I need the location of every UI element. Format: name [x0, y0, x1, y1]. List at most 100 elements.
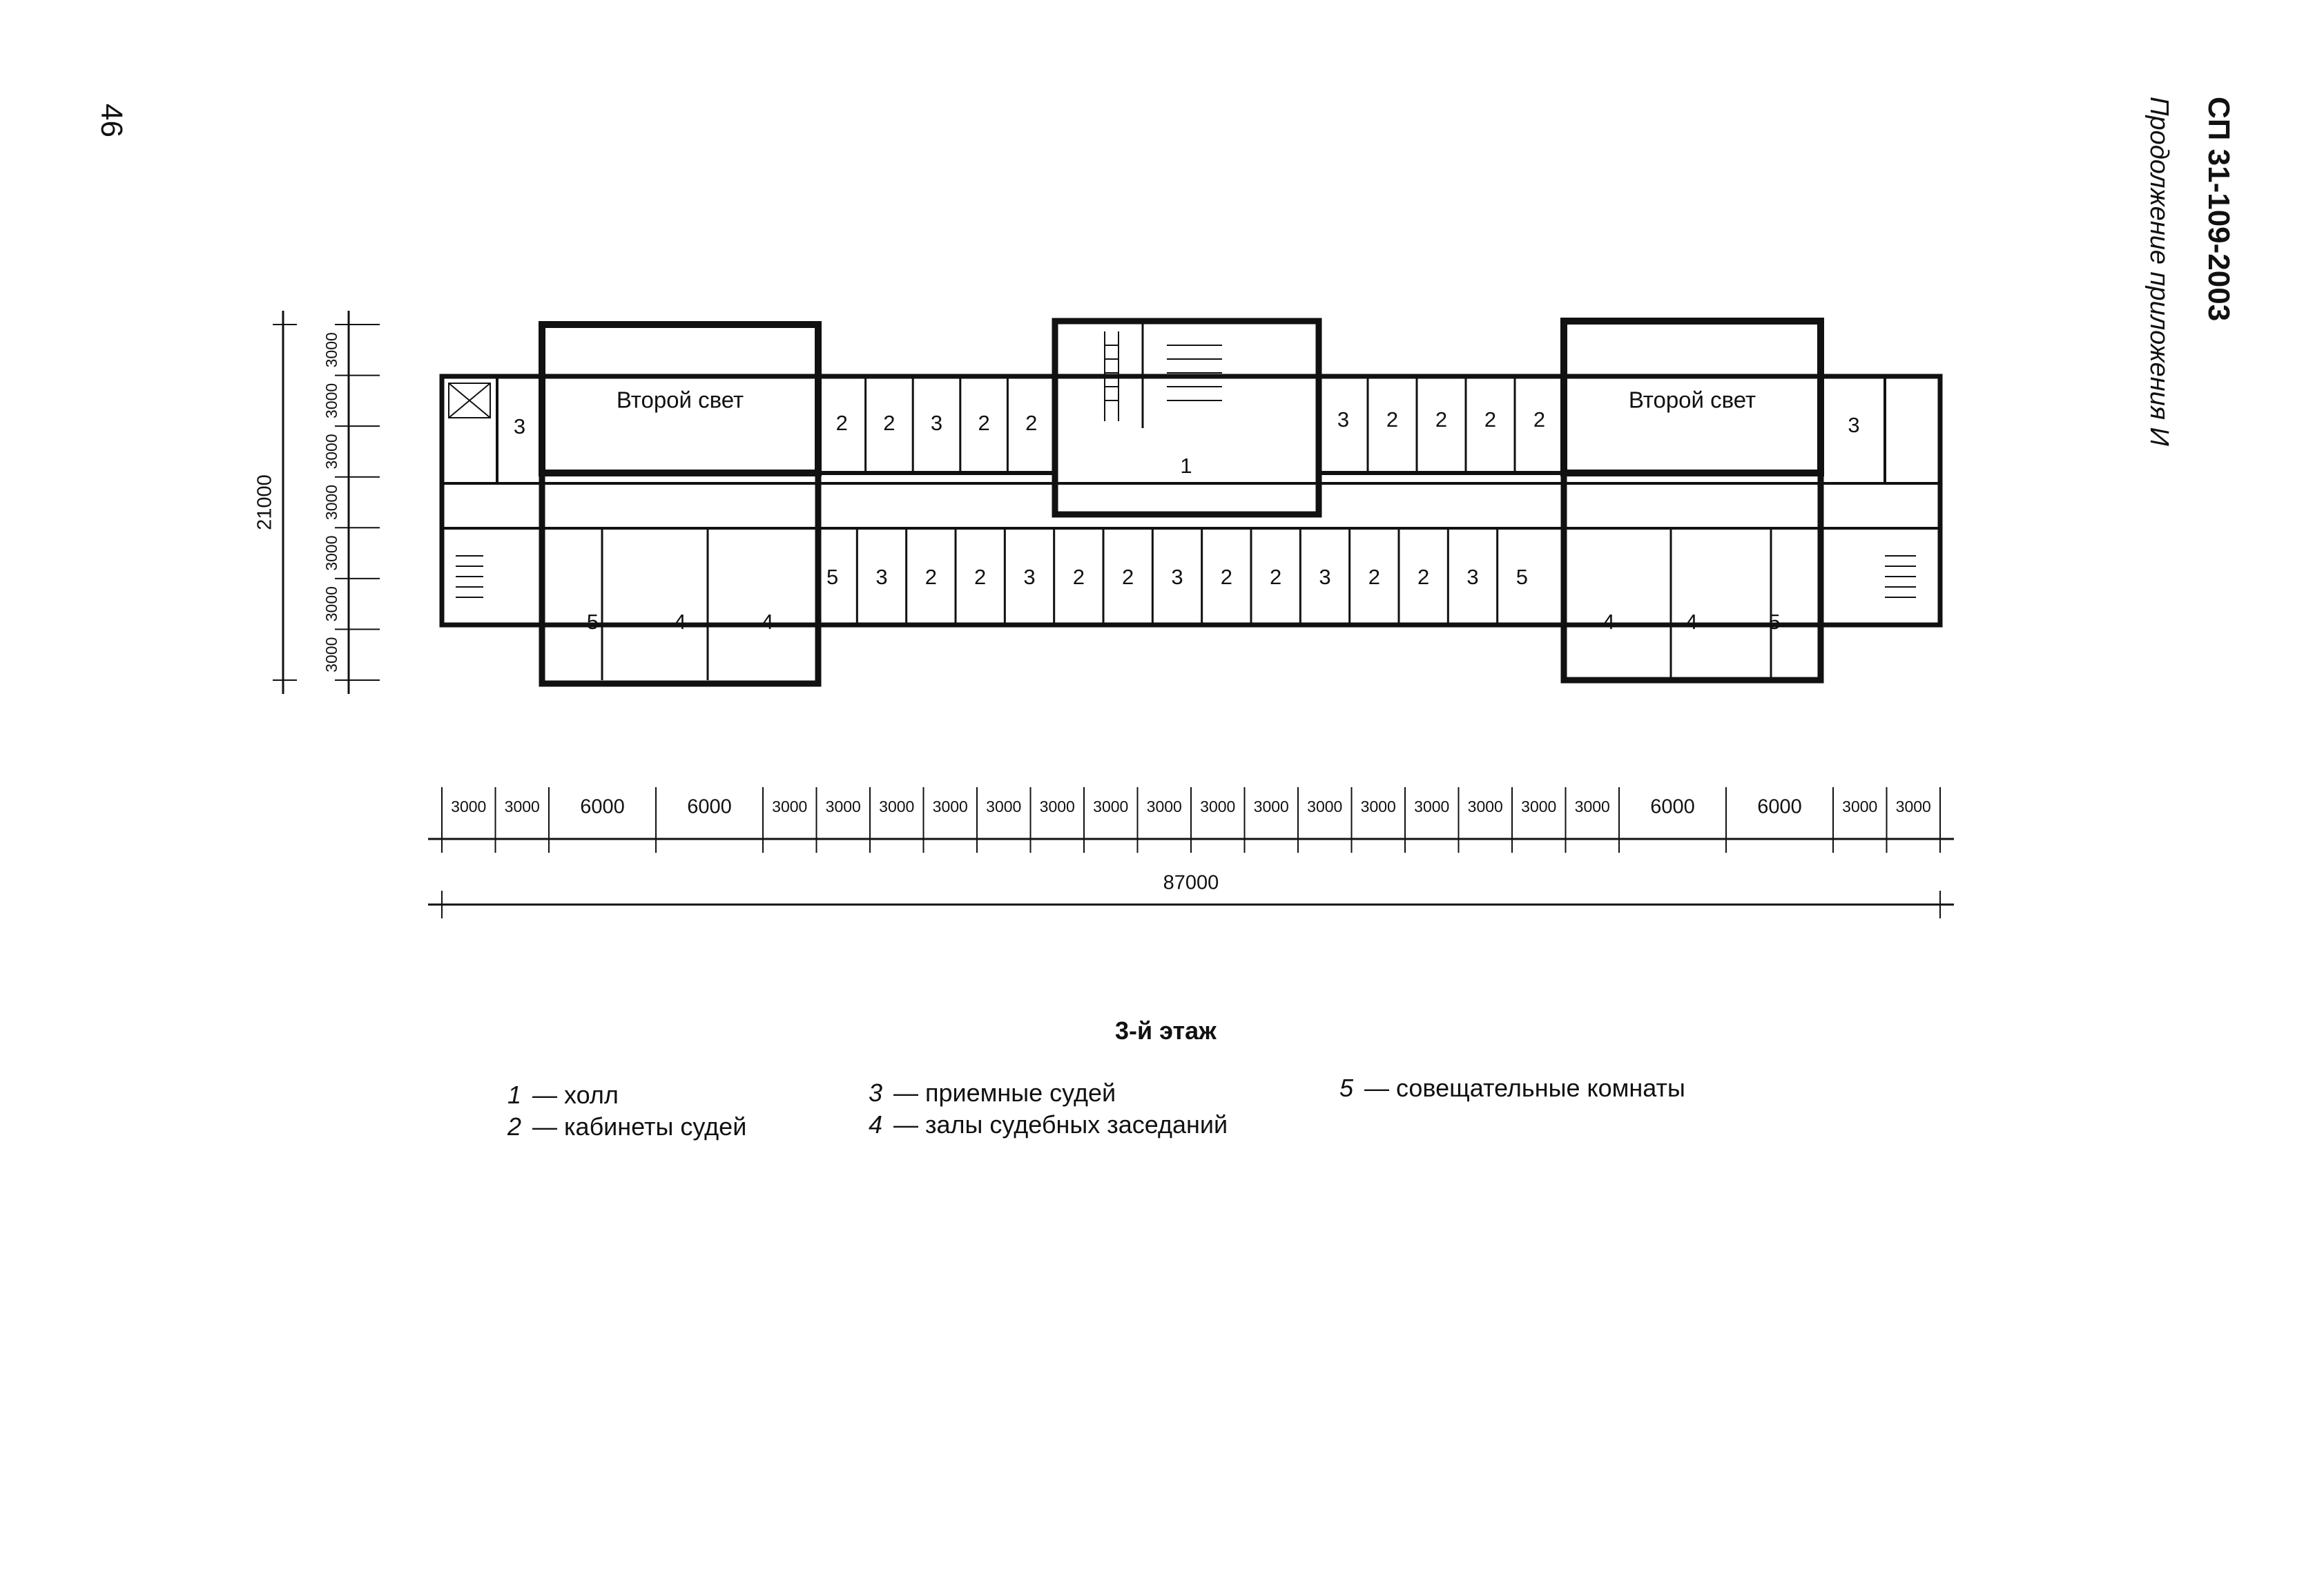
dimension-value: 3000	[1254, 798, 1289, 815]
room-number: 5	[1516, 565, 1528, 589]
floor-title: 3-й этаж	[1115, 1016, 1217, 1045]
dimension-value: 6000	[687, 796, 732, 818]
room-number: 2	[836, 411, 848, 435]
legend-number: 2	[507, 1112, 522, 1141]
vertical-dimension-value: 3000	[322, 535, 340, 570]
dimension-value: 3000	[1093, 798, 1128, 815]
dimension-value: 3000	[1896, 798, 1931, 815]
legend-column-2: 3—приемные судей 4—залы судебных заседан…	[869, 1077, 1228, 1141]
dimension-value: 3000	[1361, 798, 1396, 815]
room-number: 2	[1484, 407, 1496, 432]
legend-item: 1—холл	[507, 1079, 746, 1111]
second-light-right	[1560, 318, 1824, 476]
room-number: 3	[1337, 407, 1349, 432]
outer-wall	[439, 374, 1943, 628]
room-number: 2	[925, 565, 937, 589]
vertical-dimension-total: 21000	[254, 474, 276, 530]
dimension-value: 3000	[826, 798, 861, 815]
room-number: 2	[974, 565, 986, 589]
vertical-dimensions: 3000 3000 3000 3000 3000 3000 3000 21000	[254, 311, 380, 694]
dimension-value: 6000	[580, 796, 625, 818]
dimension-value: 3000	[1147, 798, 1182, 815]
dimension-value: 3000	[772, 798, 807, 815]
room-number: 5	[587, 610, 599, 634]
room-number: 3	[875, 565, 887, 589]
room-number: 5	[826, 565, 838, 589]
vertical-dimension-value: 3000	[322, 485, 340, 520]
room-number: 2	[1417, 565, 1429, 589]
room-number: 2	[1025, 411, 1037, 435]
stairs	[448, 331, 1916, 598]
room-number: 2	[1122, 565, 1134, 589]
legend-number: 3	[869, 1079, 883, 1107]
legend-item: 3—приемные судей	[869, 1077, 1228, 1109]
legend-text: холл	[564, 1081, 619, 1109]
room-number: 2	[1221, 565, 1232, 589]
vertical-dimension-value: 3000	[322, 332, 340, 367]
dimension-value: 3000	[1414, 798, 1449, 815]
dimension-value: 3000	[879, 798, 914, 815]
stair-right-icon	[1885, 555, 1916, 598]
room-number: 3	[1848, 413, 1859, 437]
legend-item: 4—залы судебных заседаний	[869, 1109, 1228, 1141]
legend-number: 5	[1339, 1074, 1354, 1102]
room-number: 2	[1368, 565, 1380, 589]
dimension-value: 3000	[933, 798, 968, 815]
legend-text: приемные судей	[925, 1079, 1116, 1107]
room-dividers	[855, 376, 1516, 625]
room-number: 2	[1386, 407, 1398, 432]
stair-center-icon	[1167, 345, 1222, 401]
legend-item: 2—кабинеты судей	[507, 1111, 746, 1143]
room-number: 3	[514, 414, 525, 438]
legend-number: 1	[507, 1081, 522, 1109]
dimension-value: 3000	[1521, 798, 1556, 815]
room-number: 4	[674, 610, 686, 634]
room-number: 3	[931, 411, 942, 435]
center-block-wall	[1052, 318, 1322, 518]
second-light-left-label: Второй свет	[617, 387, 744, 413]
dimension-value: 3000	[986, 798, 1021, 815]
dimension-value: 3000	[1307, 798, 1342, 815]
dimension-value: 3000	[451, 798, 486, 815]
vertical-dimension-value: 3000	[322, 637, 340, 673]
room-number: 3	[1319, 565, 1330, 589]
horizontal-dimensions: 3000 3000 6000 6000 3000 3000 3000 3000 3000 3000…	[428, 787, 1954, 918]
room-number: 4	[1685, 610, 1697, 634]
legend-text: совещательные комнаты	[1396, 1074, 1685, 1102]
room-number: 2	[1073, 565, 1085, 589]
elevator-center-icon	[1104, 331, 1119, 421]
dimension-value: 3000	[505, 798, 540, 815]
room-number: 2	[1435, 407, 1447, 432]
second-light-left	[539, 321, 822, 476]
room-number: 5	[1768, 610, 1780, 634]
room-number: 4	[1602, 610, 1614, 634]
room-number: 2	[1533, 407, 1545, 432]
vertical-dimension-value: 3000	[322, 434, 340, 469]
room-number: 3	[1466, 565, 1478, 589]
second-light-right-label: Второй свет	[1629, 387, 1756, 413]
legend-item: 5—совещательные комнаты	[1339, 1072, 1685, 1104]
legend-column-3: 5—совещательные комнаты	[1339, 1072, 1685, 1104]
dimension-value: 3000	[1842, 798, 1877, 815]
dimension-value: 3000	[1575, 798, 1610, 815]
legend-text: залы судебных заседаний	[925, 1110, 1228, 1139]
vertical-dimension-value: 3000	[322, 383, 340, 418]
elevator-left-icon	[448, 383, 491, 418]
room-number: 4	[762, 610, 773, 634]
stair-left-icon	[456, 555, 483, 598]
legend-number: 4	[869, 1110, 883, 1139]
dimension-total: 87000	[1163, 872, 1219, 894]
hall-label: 1	[1180, 454, 1192, 478]
room-number: 3	[1023, 565, 1035, 589]
dimension-value: 3000	[1040, 798, 1075, 815]
room-number: 2	[883, 411, 895, 435]
plan-walls	[439, 318, 1943, 687]
room-number: 2	[978, 411, 989, 435]
dimension-value: 6000	[1650, 796, 1695, 818]
vertical-dimension-value: 3000	[322, 586, 340, 621]
dimension-value: 6000	[1757, 796, 1802, 818]
dimension-value: 3000	[1200, 798, 1235, 815]
dimension-value: 3000	[1468, 798, 1503, 815]
